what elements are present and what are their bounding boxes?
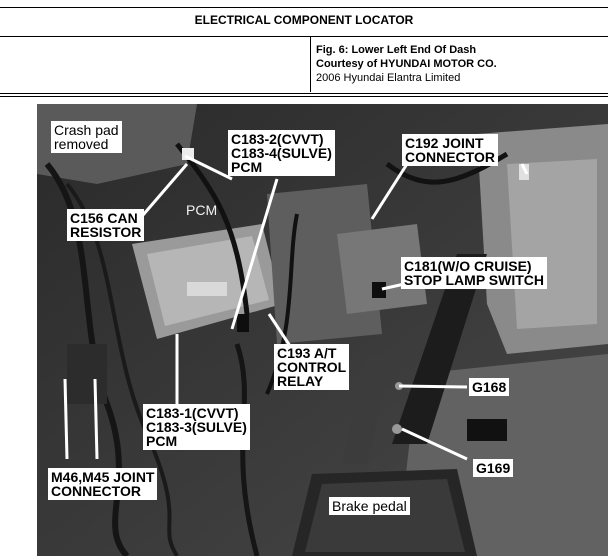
header-mid-rule [0, 36, 608, 37]
label-c181-stop-lamp-switch: C181(W/O CRUISE) STOP LAMP SWITCH [401, 257, 548, 289]
label-crash-pad: Crash pad removed [51, 121, 122, 153]
label-pcm: PCM [186, 202, 218, 218]
label-c156-can-resistor: C156 CAN RESISTOR [67, 209, 145, 241]
label-g169: G169 [473, 459, 514, 477]
label-g168: G168 [469, 378, 510, 396]
document-title: ELECTRICAL COMPONENT LOCATOR [194, 13, 414, 27]
label-c183-top: C183-2(CVVT) C183-4(SULVE) PCM [228, 130, 335, 176]
caption-divider [310, 37, 311, 92]
header-top-rule [0, 7, 608, 8]
label-c193-control-relay: C193 A/T CONTROL RELAY [274, 344, 350, 390]
label-m46-m45-joint-connector: M46,M45 JOINT CONNECTOR [48, 468, 158, 500]
figure-caption: Fig. 6: Lower Left End Of Dash Courtesy … [316, 43, 497, 85]
figure-title: Fig. 6: Lower Left End Of Dash [316, 44, 477, 56]
label-brake-pedal: Brake pedal [329, 497, 410, 515]
figure-courtesy: Courtesy of HYUNDAI MOTOR CO. [316, 58, 497, 70]
leader-lines [63, 154, 529, 461]
figure-vehicle: 2006 Hyundai Elantra Limited [316, 72, 461, 84]
label-c183-bottom: C183-1(CVVT) C183-3(SULVE) PCM [143, 404, 250, 450]
dash-photo: Crash pad removed C156 CAN RESISTOR PCM … [37, 104, 608, 556]
header-bottom-rule-2 [0, 96, 608, 97]
header-bottom-rule [0, 93, 608, 94]
label-c192-joint-connector: C192 JOINT CONNECTOR [402, 134, 498, 166]
